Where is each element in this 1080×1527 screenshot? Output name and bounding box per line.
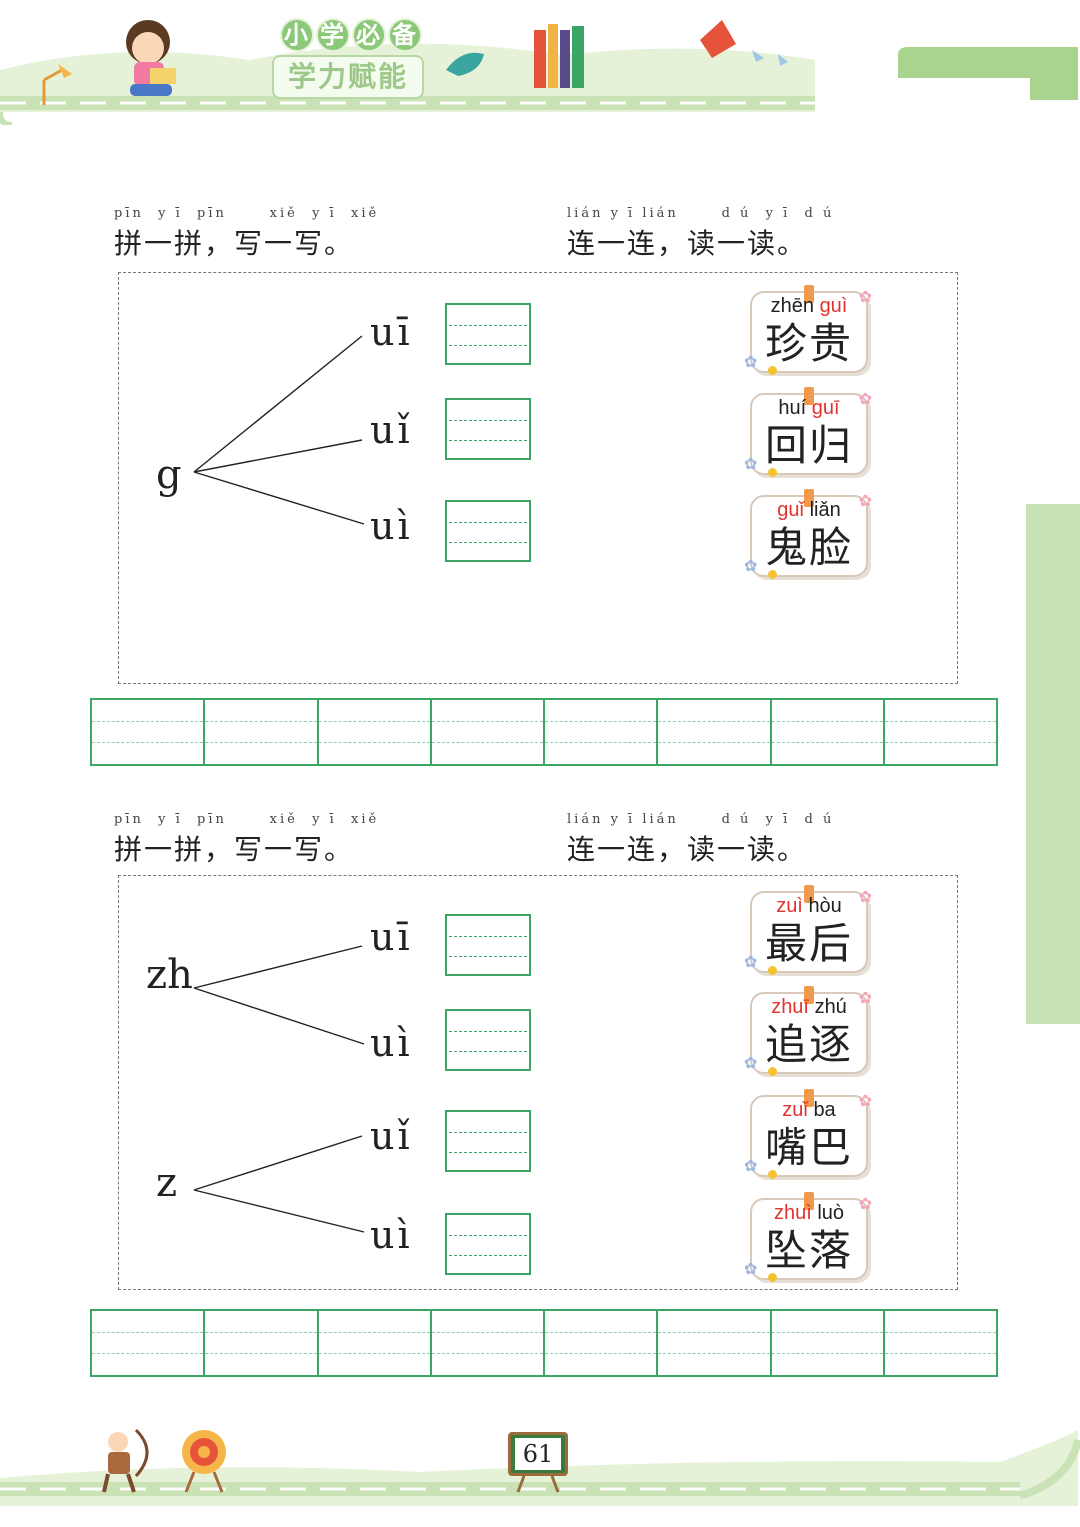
card-pinyin: zhēn: [770, 295, 814, 317]
card-pinyin: guī: [811, 397, 840, 419]
grid-cell[interactable]: [431, 700, 545, 764]
grid-cell[interactable]: [658, 700, 772, 764]
final-vowel: uì: [370, 504, 413, 548]
writing-box[interactable]: [445, 500, 531, 562]
grid-cell[interactable]: [431, 1311, 545, 1375]
word-card[interactable]: ✿✿ zuì hòu 最后: [744, 885, 872, 975]
initial-consonant: g: [156, 452, 182, 498]
card-pinyin: zhú: [814, 996, 847, 1018]
card-word: 最后: [764, 919, 853, 968]
brand-badge: 小学必备: [280, 18, 424, 52]
grid-cell[interactable]: [545, 700, 659, 764]
grid-cell[interactable]: [318, 1311, 432, 1375]
grid-cell[interactable]: [92, 700, 206, 764]
card-pinyin: luò: [817, 1202, 845, 1224]
card-pinyin: zhuì: [773, 1202, 812, 1224]
instruction-title-right: 连一连，读一读。: [567, 227, 808, 260]
brand-char: 必: [352, 18, 386, 52]
writing-grid[interactable]: [90, 698, 998, 766]
exercise-box: [118, 272, 958, 684]
word-card[interactable]: ✿✿ zuǐ ba 嘴巴: [744, 1089, 872, 1179]
page-header: 小学必备 学力赋能: [0, 0, 1080, 128]
writing-box[interactable]: [445, 303, 531, 365]
grid-cell[interactable]: [205, 1311, 319, 1375]
exercise-box: [118, 875, 958, 1290]
card-pinyin: zuǐ: [782, 1099, 808, 1121]
grid-cell[interactable]: [92, 1311, 206, 1375]
instruction-pinyin-left: pīn y ī pīn xiě y ī xiě: [114, 206, 380, 221]
final-vowel: uì: [370, 1021, 413, 1065]
writing-box[interactable]: [445, 1009, 531, 1071]
grid-cell[interactable]: [771, 1311, 885, 1375]
grid-cell[interactable]: [658, 1311, 772, 1375]
card-pinyin: zhuī: [771, 996, 809, 1018]
card-pinyin: ba: [813, 1099, 836, 1121]
writing-box[interactable]: [445, 1110, 531, 1172]
card-word: 珍贵: [764, 319, 853, 368]
writing-box[interactable]: [445, 1213, 531, 1275]
writing-box[interactable]: [445, 914, 531, 976]
header-decoration: [0, 20, 1078, 128]
card-word: 坠落: [764, 1226, 853, 1275]
side-bar: [1026, 504, 1080, 1024]
card-pinyin: hòu: [808, 895, 842, 917]
card-pinyin: zuì: [776, 895, 803, 917]
instruction-pinyin-left: pīn y ī pīn xiě y ī xiě: [114, 812, 380, 827]
card-word: 追逐: [764, 1020, 853, 1069]
grid-cell[interactable]: [318, 700, 432, 764]
grid-cell[interactable]: [205, 700, 319, 764]
final-vowel: uī: [370, 310, 413, 354]
grid-cell[interactable]: [545, 1311, 659, 1375]
page-number-board: 61: [508, 1432, 568, 1476]
initial-consonant: z: [156, 1160, 178, 1206]
grid-cell[interactable]: [884, 700, 996, 764]
card-word: 鬼脸: [764, 523, 853, 572]
instruction-title-right: 连一连，读一读。: [567, 833, 808, 866]
card-pinyin: guì: [819, 295, 848, 317]
instruction-pinyin-right: lián y ī lián d ú y ī d ú: [567, 812, 835, 827]
instruction-title-left: 拼一拼，写一写。: [114, 833, 355, 866]
word-card[interactable]: ✿✿ zhēn guì 珍贵: [744, 285, 872, 375]
brand-char: 小: [280, 18, 314, 52]
initial-consonant: zh: [146, 952, 193, 998]
word-card[interactable]: ✿✿ zhuī zhú 追逐: [744, 986, 872, 1076]
card-pinyin: guǐ: [777, 499, 804, 521]
final-vowel: uǐ: [370, 408, 413, 452]
card-pinyin: huí: [778, 397, 807, 419]
final-vowel: uǐ: [370, 1114, 413, 1158]
final-vowel: uī: [370, 915, 413, 959]
brand-char: 备: [388, 18, 422, 52]
word-card[interactable]: ✿✿ zhuì luò 坠落: [744, 1192, 872, 1282]
card-pinyin: liǎn: [809, 499, 841, 521]
word-card[interactable]: ✿✿ huí guī 回归: [744, 387, 872, 477]
card-word: 回归: [764, 421, 853, 470]
writing-box[interactable]: [445, 398, 531, 460]
brand-subtitle: 学力赋能: [272, 55, 424, 99]
brand-char: 学: [316, 18, 350, 52]
word-card[interactable]: ✿✿ guǐ liǎn 鬼脸: [744, 489, 872, 579]
writing-grid[interactable]: [90, 1309, 998, 1377]
page-number: 61: [515, 1438, 561, 1470]
final-vowel: uì: [370, 1213, 413, 1257]
grid-cell[interactable]: [884, 1311, 996, 1375]
instruction-pinyin-right: lián y ī lián d ú y ī d ú: [567, 206, 835, 221]
card-word: 嘴巴: [764, 1123, 853, 1172]
instruction-title-left: 拼一拼，写一写。: [114, 227, 355, 260]
grid-cell[interactable]: [771, 700, 885, 764]
